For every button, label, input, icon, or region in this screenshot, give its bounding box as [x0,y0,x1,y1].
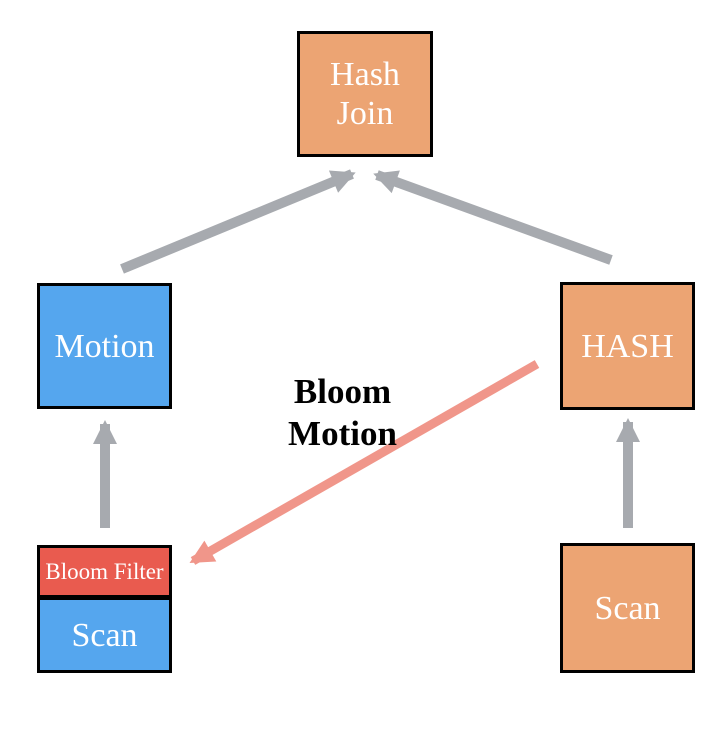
node-hash: HASH [560,282,695,410]
node-bloom-filter-label: Bloom Filter [45,558,164,584]
node-hash-join-label: Hash Join [330,56,400,132]
node-scan-right-label: Scan [594,589,661,627]
node-hash-label: HASH [581,327,674,365]
node-motion: Motion [37,283,172,409]
node-scan-left: Scan [37,597,172,673]
node-scan-right: Scan [560,543,695,673]
node-motion-label: Motion [54,327,155,365]
edge-hash-to-hash-join [373,170,613,265]
node-hash-join: Hash Join [297,31,433,157]
edge-motion-to-hash-join [120,169,356,274]
node-bloom-filter: Bloom Filter [37,545,172,598]
bloom-motion-annotation: Bloom Motion [240,371,445,455]
bloom-motion-annotation-line2: Motion [288,414,397,453]
node-scan-left-label: Scan [71,616,138,654]
bloom-motion-annotation-line1: Bloom [293,372,392,411]
